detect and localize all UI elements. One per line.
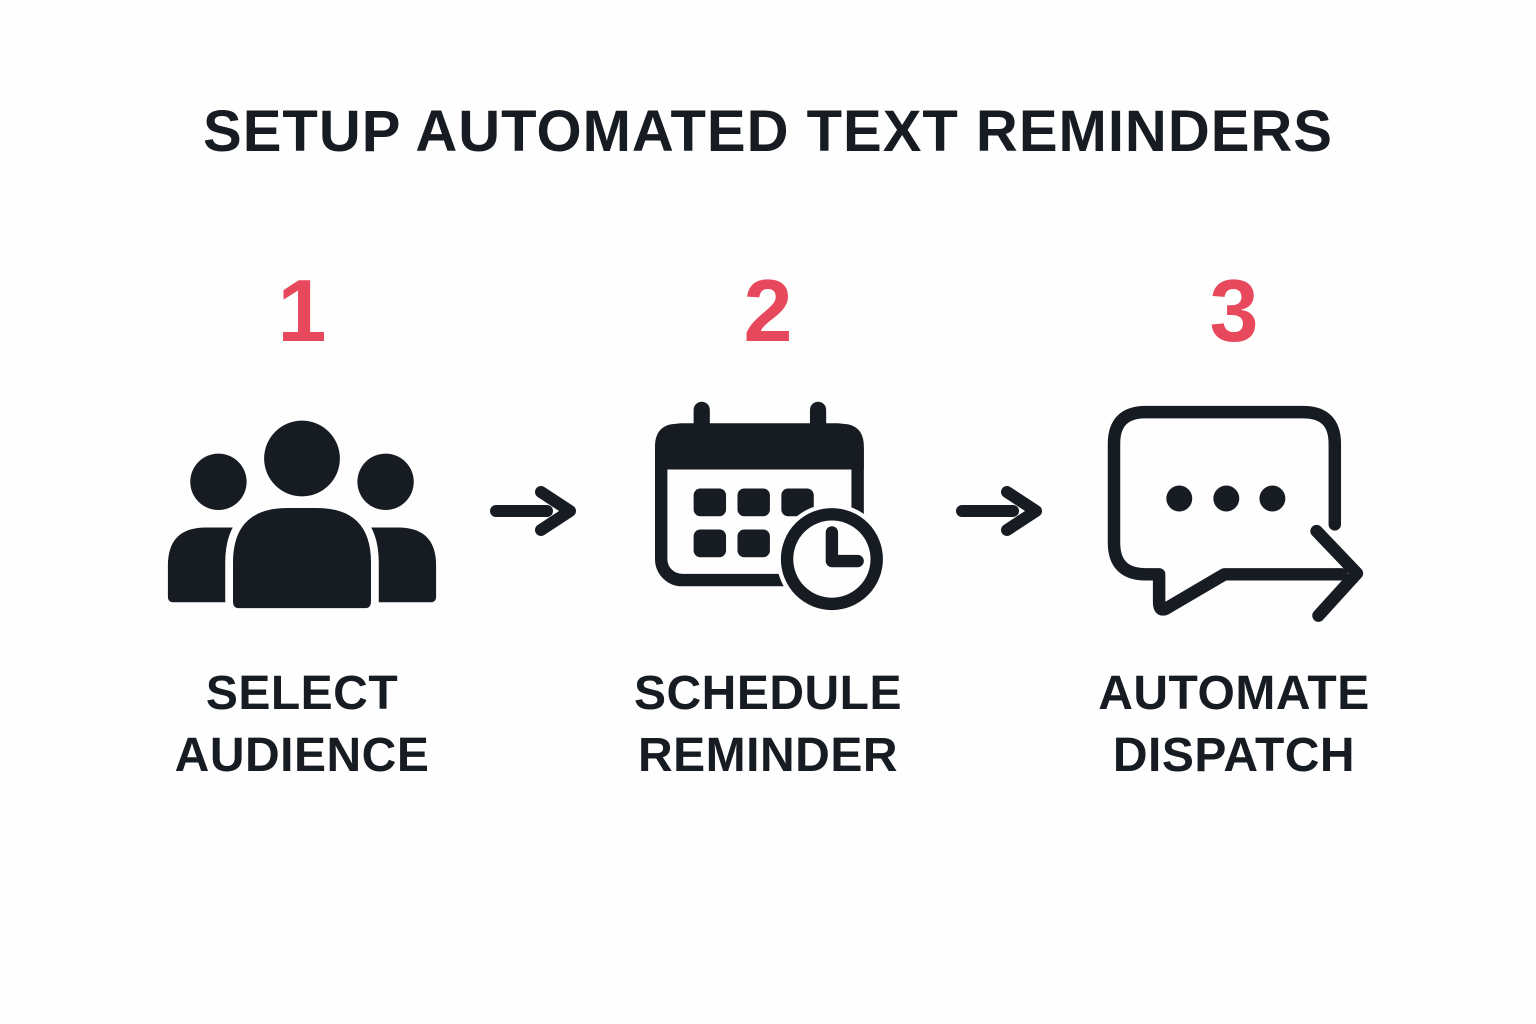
right-arrow-icon bbox=[955, 483, 1047, 539]
step-label: SCHEDULE REMINDER bbox=[633, 666, 903, 783]
step-number-badge: 3 bbox=[1209, 260, 1259, 360]
step-number-badge: 2 bbox=[743, 260, 793, 360]
page-title: SETUP AUTOMATED TEXT REMINDERS bbox=[203, 99, 1333, 164]
step-label: AUTOMATE DISPATCH bbox=[1098, 666, 1370, 783]
step-select-audience: 1 bbox=[137, 260, 467, 788]
audience-group-icon bbox=[163, 407, 441, 613]
step-label: SELECT AUDIENCE bbox=[174, 666, 430, 783]
calendar-clock-icon bbox=[644, 397, 892, 623]
step-automate-dispatch: 3 bbox=[1069, 260, 1399, 788]
right-arrow-icon bbox=[489, 483, 581, 539]
chat-send-arrow-icon bbox=[1090, 385, 1378, 635]
steps-row: 1 bbox=[0, 260, 1536, 788]
step-schedule-reminder: 2 bbox=[603, 260, 933, 788]
step-number-badge: 1 bbox=[277, 260, 327, 360]
